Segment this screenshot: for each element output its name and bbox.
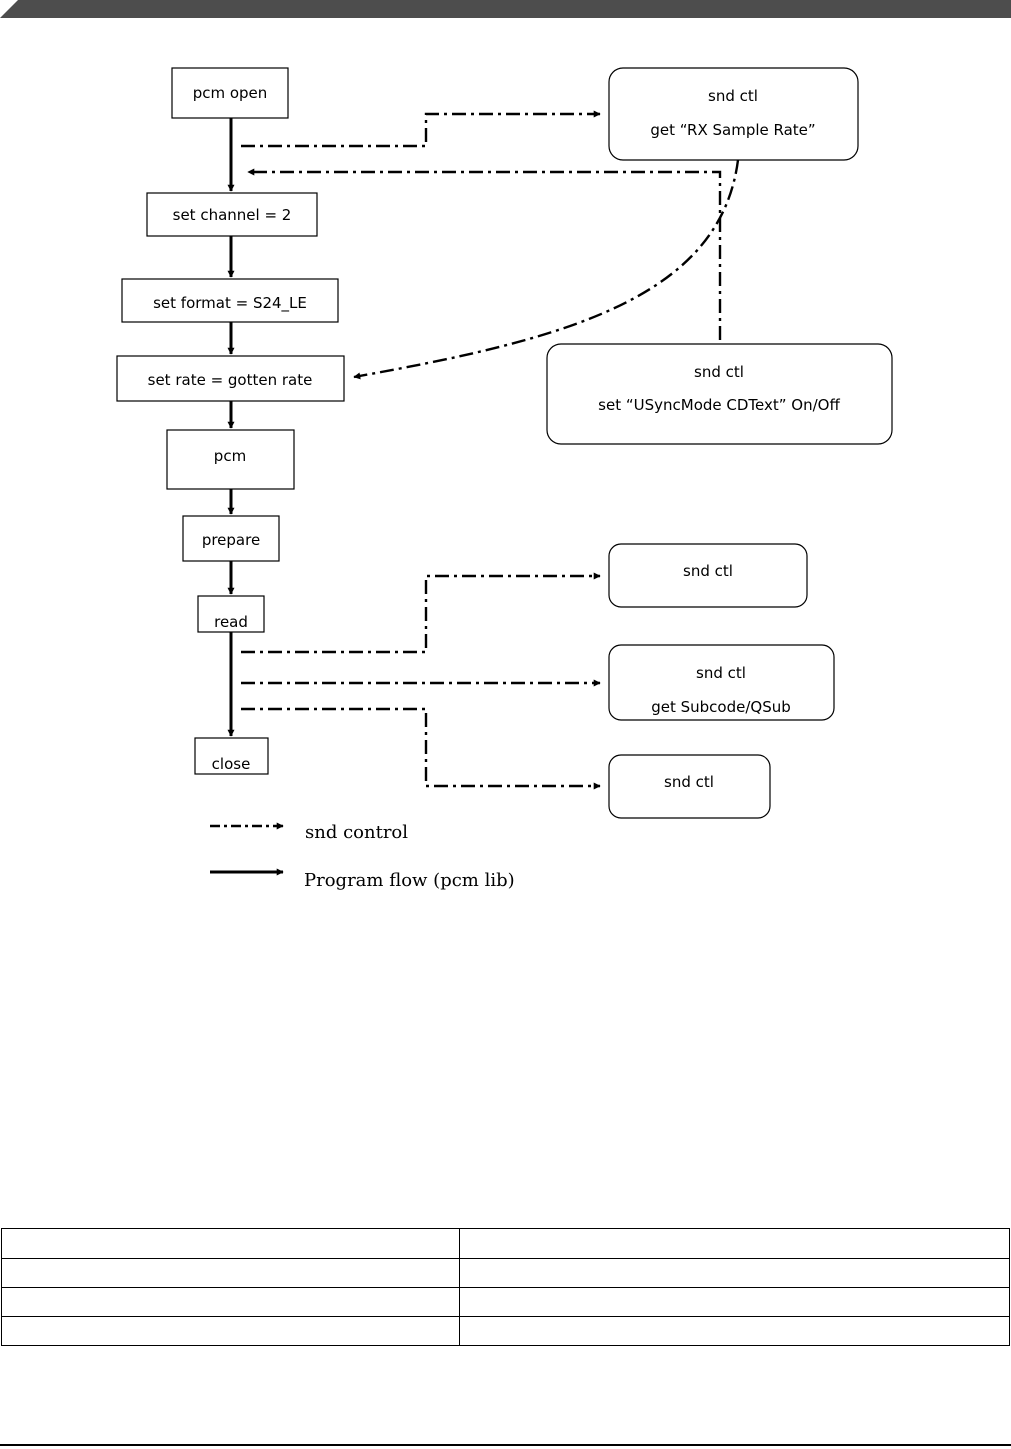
ctl-arrow-to-ctl5 xyxy=(241,707,601,790)
table-row xyxy=(1,1316,1010,1346)
box-pcm: pcm xyxy=(166,429,295,490)
label-close: close xyxy=(212,755,251,773)
ctl-box-3: snd ctl xyxy=(608,543,808,608)
label-set-channel: set channel = 2 xyxy=(173,206,292,224)
ctl-arrow-to-ctl3 xyxy=(241,572,601,654)
ctl-get-rate-subtitle: get “RX Sample Rate” xyxy=(650,121,815,139)
label-prepare: prepare xyxy=(202,531,260,549)
ctl-get-rate-title: snd ctl xyxy=(708,87,758,105)
ctl-subcode-title: snd ctl xyxy=(696,664,746,682)
ctl-arrow-to-get-rate xyxy=(241,110,601,148)
ctl-arrow-rate-to-set-rate xyxy=(353,159,740,380)
ctl-usync-title: snd ctl xyxy=(694,363,744,381)
snd-control-arrows xyxy=(241,110,740,790)
flow-diagram: pcm open set channel = 2 set format = S2… xyxy=(116,67,893,891)
table-row xyxy=(1,1228,1010,1259)
box-set-channel: set channel = 2 xyxy=(146,192,318,237)
table-cell xyxy=(459,1258,1010,1288)
box-prepare: prepare xyxy=(182,515,280,562)
ctl-box-subcode: snd ctl get Subcode/QSub xyxy=(608,644,835,721)
ctl-arrow-rate-return xyxy=(247,168,722,340)
box-pcm-open: pcm open xyxy=(171,67,289,119)
table-row xyxy=(1,1287,1010,1317)
box-set-format: set format = S24_LE xyxy=(121,278,339,323)
label-set-rate: set rate = gotten rate xyxy=(148,371,313,389)
box-close: close xyxy=(194,737,269,775)
legend-snd-control: snd control xyxy=(305,822,408,843)
ctl-box-get-rate: snd ctl get “RX Sample Rate” xyxy=(608,67,859,161)
table-cell xyxy=(459,1228,1010,1259)
label-pcm-open: pcm open xyxy=(193,84,268,102)
ctl-5-title: snd ctl xyxy=(664,773,714,791)
label-read: read xyxy=(214,613,248,631)
table-cell xyxy=(1,1228,460,1259)
ctl-box-5: snd ctl xyxy=(608,754,771,819)
box-read: read xyxy=(197,595,265,633)
table-cell xyxy=(459,1316,1010,1346)
legend: snd control Program flow (pcm lib) xyxy=(210,822,515,891)
header-bar xyxy=(0,0,1011,18)
ctl-3-title: snd ctl xyxy=(683,562,733,580)
header-bar-shape xyxy=(0,0,1011,18)
label-set-format: set format = S24_LE xyxy=(153,294,307,313)
label-pcm: pcm xyxy=(214,447,246,465)
ctl-box-usync: snd ctl set “USyncMode CDText” On/Off xyxy=(546,343,893,445)
table-cell xyxy=(1,1316,460,1346)
ctl-usync-subtitle: set “USyncMode CDText” On/Off xyxy=(598,396,840,414)
data-table xyxy=(1,1228,1010,1346)
table-cell xyxy=(1,1258,460,1288)
legend-program-flow: Program flow (pcm lib) xyxy=(304,870,515,891)
box-set-rate: set rate = gotten rate xyxy=(116,355,345,402)
ctl-subcode-subtitle: get Subcode/QSub xyxy=(651,698,791,716)
table-row xyxy=(1,1258,1010,1288)
footer-rule xyxy=(0,1444,1011,1446)
table-cell xyxy=(1,1287,460,1317)
table-cell xyxy=(459,1287,1010,1317)
